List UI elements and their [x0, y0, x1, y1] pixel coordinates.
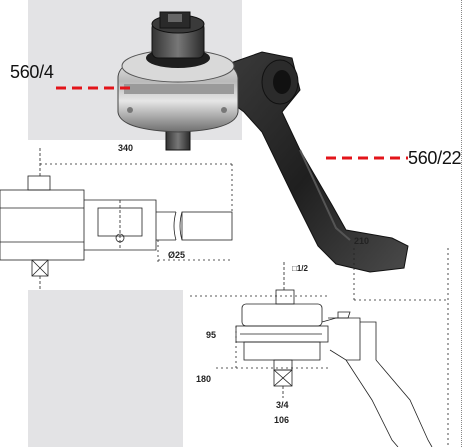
dimension-square-1-2: □1/2	[292, 264, 308, 273]
callout-arm-label: 560/22	[408, 148, 462, 168]
callout-head-label: 560/4	[10, 62, 54, 82]
background-panel-bottom	[28, 290, 183, 447]
dimension-square-3-4: 3/4	[276, 400, 289, 410]
dimension-210: 210	[354, 236, 370, 246]
dimension-diameter-25: Ø25	[168, 250, 186, 260]
dimension-95: 95	[206, 330, 217, 340]
reaction-arm	[227, 51, 409, 273]
dimension-180: 180	[196, 374, 212, 384]
multiplier-head	[117, 11, 239, 151]
dimension-106: 106	[274, 415, 290, 425]
page-edge-divider	[461, 0, 462, 447]
dimension-340: 340	[118, 143, 134, 153]
